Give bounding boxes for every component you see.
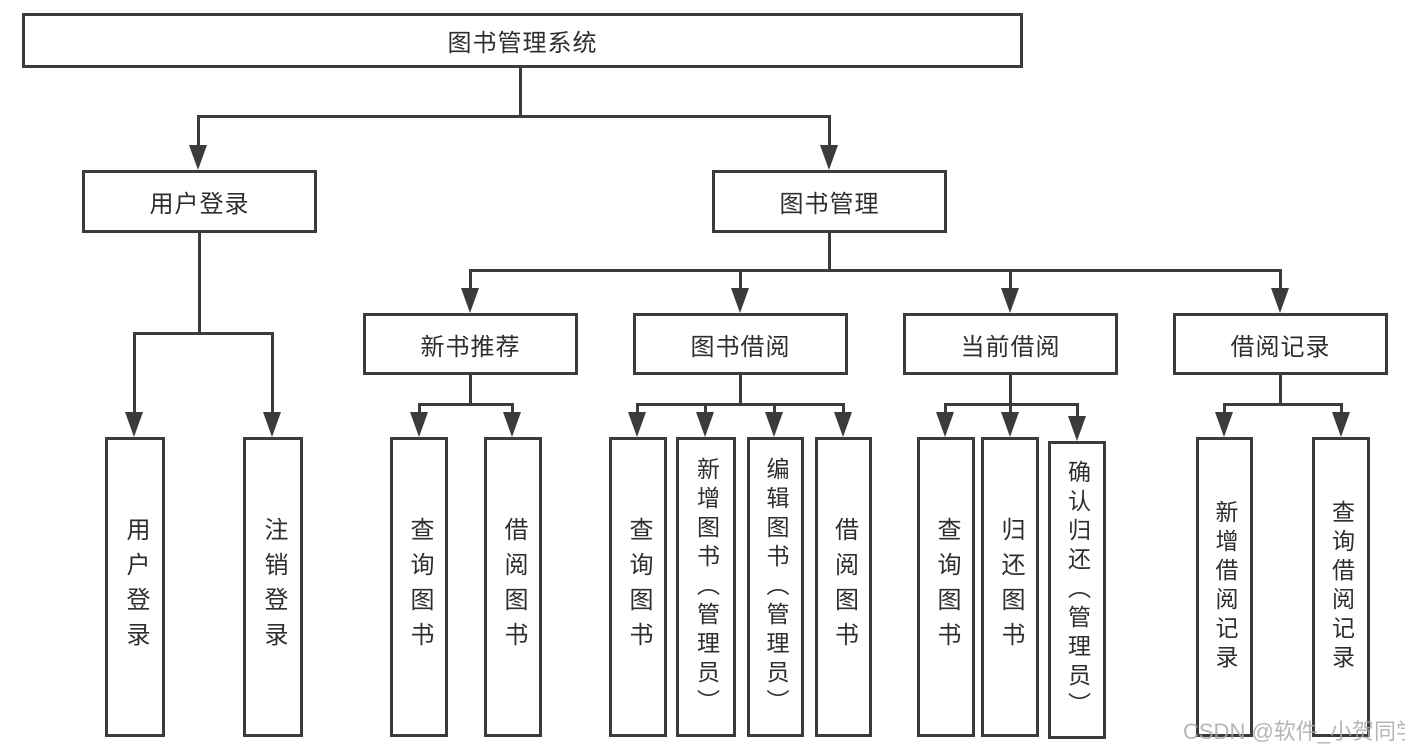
node-query-books-recommend: 查询图书 <box>390 437 448 737</box>
connector-g1-branch <box>418 403 514 406</box>
csdn-watermark: CSDN @软件_小贺同学 <box>1183 719 1405 744</box>
node-return-book-label: 归还图书 <box>997 517 1024 657</box>
connector-login-stem <box>198 233 201 334</box>
connector-root-stem <box>519 68 522 117</box>
node-user-login-leaf: 用户登录 <box>105 437 165 737</box>
node-logout-label: 注销登录 <box>260 517 287 657</box>
arrow-g2-c2 <box>696 412 714 437</box>
arrow-user-login <box>189 145 207 170</box>
connector-g4-branch <box>1223 403 1343 406</box>
node-book-management: 图书管理 <box>712 170 947 233</box>
node-book-borrowing: 图书借阅 <box>633 313 848 375</box>
node-borrowing-records: 借阅记录 <box>1173 313 1388 375</box>
node-add-book-admin-label: 新增图书（管理员） <box>693 456 720 718</box>
node-edit-book-admin-label: 编辑图书（管理员） <box>763 456 789 718</box>
arrow-login-leaf <box>125 412 143 437</box>
connector-g1-stem <box>469 375 472 406</box>
arrow-g2-c3 <box>765 412 783 437</box>
connector-drop-new-book <box>469 269 472 289</box>
connector-g2-drop3 <box>773 403 776 413</box>
node-borrow-books-recommend-label: 借阅图书 <box>500 517 527 657</box>
connector-drop-login-leaf <box>133 332 136 413</box>
connector-drop-book-management <box>828 115 831 148</box>
connector-g2-drop2 <box>704 403 707 413</box>
node-add-book-admin: 新增图书（管理员） <box>676 437 736 737</box>
connector-g3-drop3 <box>1076 403 1079 417</box>
arrow-g1-c2 <box>503 412 521 437</box>
node-borrow-books-recommend: 借阅图书 <box>484 437 542 737</box>
node-confirm-return-admin-label: 确认归还（管理员） <box>1064 459 1091 721</box>
node-borrow-books-borrowing: 借阅图书 <box>815 437 872 737</box>
connector-g2-stem <box>739 375 742 406</box>
node-query-books-borrowing-label: 查询图书 <box>625 517 652 657</box>
arrow-g3-c2 <box>1001 412 1019 437</box>
node-borrow-books-borrowing-label: 借阅图书 <box>830 517 858 657</box>
arrow-book-borrow <box>731 288 749 313</box>
node-query-borrow-record: 查询借阅记录 <box>1312 437 1370 737</box>
connector-login-branch <box>133 332 274 335</box>
node-borrowing-records-label: 借阅记录 <box>1230 333 1331 361</box>
node-library-system-label: 图书管理系统 <box>447 30 598 57</box>
connector-g4-drop1 <box>1223 403 1226 413</box>
arrow-g2-c1 <box>628 412 646 437</box>
node-return-book: 归还图书 <box>981 437 1039 737</box>
node-new-book-recommend: 新书推荐 <box>363 313 578 375</box>
arrow-book-management <box>820 145 838 170</box>
node-query-books-current: 查询图书 <box>917 437 975 737</box>
node-query-books-current-label: 查询图书 <box>933 517 960 657</box>
connector-drop-user-login <box>197 115 200 148</box>
connector-g1-drop1 <box>418 403 421 413</box>
arrow-current-borrow <box>1001 288 1019 313</box>
connector-root-branch <box>197 115 831 118</box>
node-add-borrow-record-label: 新增借阅记录 <box>1212 500 1238 674</box>
node-user-login-leaf-label: 用户登录 <box>122 517 149 657</box>
connector-g2-drop4 <box>842 403 845 413</box>
node-logout: 注销登录 <box>243 437 303 737</box>
arrow-g4-c1 <box>1215 412 1233 437</box>
arrow-g1-c1 <box>410 412 428 437</box>
arrow-logout <box>263 412 281 437</box>
node-current-borrowing-label: 当前借阅 <box>960 333 1061 361</box>
node-query-books-borrowing: 查询图书 <box>609 437 667 737</box>
connector-mgmt-stem <box>828 233 831 271</box>
node-user-login-label: 用户登录 <box>149 191 250 218</box>
connector-g2-drop1 <box>636 403 639 413</box>
node-new-book-recommend-label: 新书推荐 <box>420 333 521 361</box>
node-book-management-label: 图书管理 <box>779 191 880 218</box>
connector-g3-stem <box>1009 375 1012 406</box>
connector-g2-branch <box>636 403 845 406</box>
arrow-g3-c1 <box>936 412 954 437</box>
node-user-login: 用户登录 <box>82 170 317 233</box>
node-edit-book-admin: 编辑图书（管理员） <box>747 437 804 737</box>
connector-mgmt-branch <box>469 269 1282 272</box>
node-book-borrowing-label: 图书借阅 <box>690 333 791 361</box>
arrow-g2-c4 <box>834 412 852 437</box>
connector-g1-drop2 <box>511 403 514 413</box>
connector-g4-stem <box>1279 375 1282 406</box>
connector-g3-drop1 <box>944 403 947 413</box>
connector-g4-drop2 <box>1340 403 1343 413</box>
arrow-borrow-record <box>1271 288 1289 313</box>
node-query-books-recommend-label: 查询图书 <box>406 517 433 657</box>
connector-drop-logout <box>271 332 274 413</box>
connector-g3-drop2 <box>1009 403 1012 413</box>
node-library-system: 图书管理系统 <box>22 13 1023 68</box>
node-current-borrowing: 当前借阅 <box>903 313 1118 375</box>
node-query-borrow-record-label: 查询借阅记录 <box>1328 500 1355 674</box>
arrow-g4-c2 <box>1332 412 1350 437</box>
node-confirm-return-admin: 确认归还（管理员） <box>1048 441 1106 739</box>
arrow-g3-c3 <box>1068 416 1086 441</box>
connector-drop-borrow-record <box>1279 269 1282 289</box>
connector-drop-book-borrow <box>739 269 742 289</box>
connector-drop-current-borrow <box>1009 269 1012 289</box>
arrow-new-book <box>461 288 479 313</box>
node-add-borrow-record: 新增借阅记录 <box>1196 437 1253 737</box>
